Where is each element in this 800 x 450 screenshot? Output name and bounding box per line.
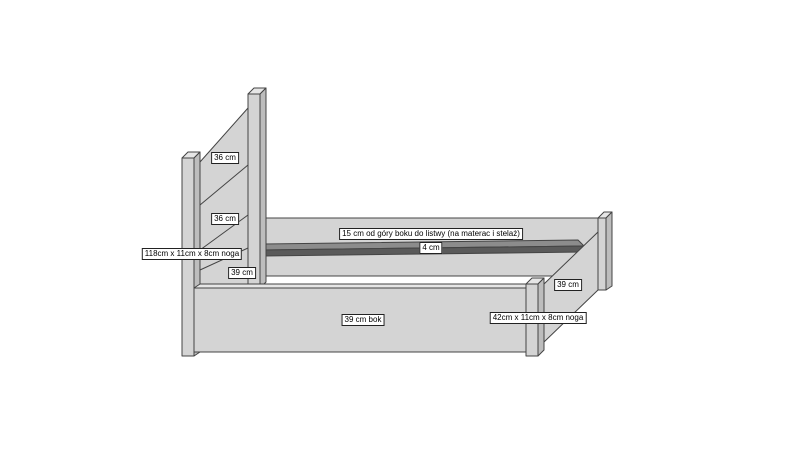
label-rail-note: 15 cm od góry boku do listwy (na materac… [339, 228, 523, 240]
label-foot-height: 39 cm [554, 279, 582, 291]
headboard-slat-divider-upper [199, 164, 249, 206]
label-side-panel: 39 cm bok [341, 314, 385, 326]
label-headboard-middle: 36 cm [211, 213, 239, 225]
headboard-panel [199, 107, 249, 289]
headboard-back-post [247, 93, 261, 289]
label-headboard-lower: 39 cm [228, 267, 256, 279]
label-headboard-upper: 36 cm [211, 152, 239, 164]
headboard-slat-divider-lower [199, 214, 249, 251]
front-side-panel-top [193, 283, 531, 289]
footboard-back-post [597, 217, 607, 291]
label-rail-width: 4 cm [419, 242, 443, 254]
footboard-back-post-side [605, 211, 613, 291]
label-foot-leg: 42cm x 11cm x 8cm noga [489, 312, 587, 324]
label-headboard-leg: 118cm x 11cm x 8cm noga [141, 248, 243, 260]
headboard-back-post-side [259, 87, 267, 289]
